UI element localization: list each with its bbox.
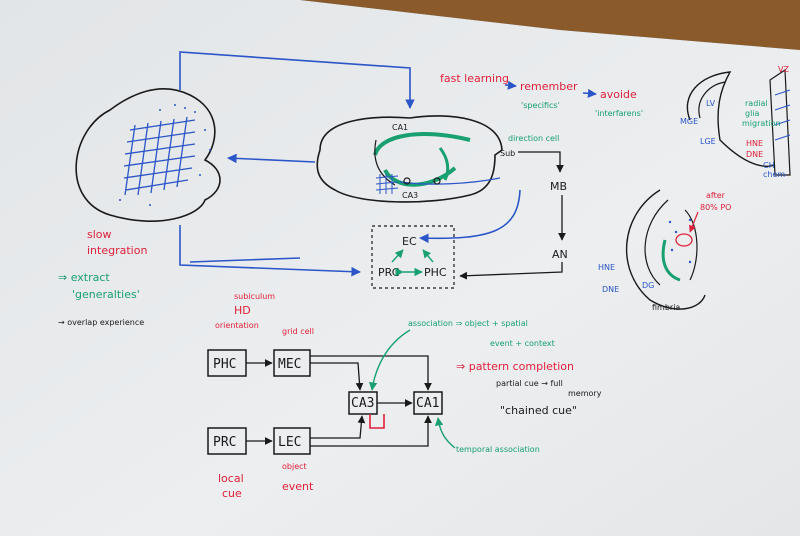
temporal-association-label: temporal association (456, 445, 540, 454)
cue-label: cue (222, 487, 242, 500)
generalties-label: 'generalties' (72, 288, 140, 301)
phc-box-label: PHC (213, 357, 236, 372)
fast-learning-label: fast learning (440, 72, 509, 85)
ec-grid (375, 174, 399, 194)
hd-label: HD (234, 304, 251, 317)
mge-label: MGE (680, 117, 698, 126)
cortex-outline (75, 87, 221, 222)
papez-pathway: MB AN (459, 151, 568, 280)
subiculum-label: subiculum (234, 292, 275, 301)
association-label: association ⇒ object + spatial (408, 319, 528, 328)
object-label: object (282, 462, 307, 471)
lec-box-label: LEC (278, 435, 301, 450)
local-label: local (218, 472, 244, 485)
embryo-sketch-bottom: after 80% PO HNE DNE DG fimbria (598, 189, 731, 312)
cortex-dots (119, 104, 211, 206)
arrow-line (189, 257, 301, 263)
phc-label: PHC (424, 266, 447, 279)
ca1-box (413, 391, 443, 415)
interfarens-label: 'interfarens' (595, 109, 643, 118)
prc-box-label: PRC (213, 435, 236, 450)
ec-label: EC (402, 235, 417, 248)
event-label: event (282, 480, 314, 493)
mb-label: MB (550, 180, 567, 193)
fimbria-label: fimbria (652, 303, 680, 312)
embryo-sketch-top: LV MGE LGE radial glia migration VZ HNE … (680, 65, 791, 179)
avoide-label: avoide (600, 88, 637, 101)
ca1-label: CA1 (392, 123, 408, 132)
chained-cue-label: "chained cue" (500, 404, 577, 417)
hne-label: HNE (746, 139, 763, 148)
dg-label: DG (642, 281, 654, 290)
hippocampus-drawing: CA1 CA3 Sub direction cell (316, 115, 559, 203)
percent-label: 80% PO (700, 203, 731, 212)
vz-label: VZ (778, 65, 789, 74)
brain-outline (316, 115, 503, 203)
recurrent-loop (369, 414, 385, 429)
cortex-drawing (75, 87, 221, 222)
ca-field (373, 132, 471, 156)
dne-label: DNE (746, 150, 763, 159)
an-label: AN (552, 248, 568, 261)
hne-bottom-label: HNE (598, 263, 615, 272)
grid-cell-label: grid cell (282, 327, 314, 336)
chem-label: chem (763, 170, 785, 179)
lge-label: LGE (700, 137, 716, 146)
circuit-diagram: subiculum HD orientation grid cell PHC M… (207, 292, 602, 500)
orientation-label: orientation (215, 321, 259, 330)
specifics-label: 'specifics' (521, 101, 560, 110)
partial-cue-label: partial cue → full (496, 379, 563, 388)
slow-label: slow (87, 228, 112, 241)
glia-label: glia (745, 109, 760, 118)
lv-label: LV (706, 99, 716, 108)
blue-connections (179, 51, 521, 277)
arrow-cortex-to-hippocampus (179, 51, 415, 109)
mec-box-label: MEC (278, 357, 301, 372)
sub-label: Sub (500, 149, 515, 158)
pattern-completion-label: ⇒ pattern completion (456, 360, 574, 373)
extract-label: ⇒ extract (58, 271, 110, 284)
circuit-arrows (246, 355, 432, 447)
after-label: after (706, 191, 726, 200)
grid-hatching (123, 116, 196, 196)
ca3-box-label: CA3 (351, 396, 374, 411)
migration-label: migration (742, 119, 781, 128)
prc-label: PRC (378, 266, 400, 279)
direction-cell-label: direction cell (508, 134, 559, 143)
arrow-cortex-to-ec (179, 225, 361, 277)
remember-label: remember (520, 80, 578, 93)
ca3-label: CA3 (402, 191, 418, 200)
overlap-experience-label: → overlap experience (58, 318, 144, 327)
memory-label: memory (568, 389, 602, 398)
arrow-sub-to-ec (419, 189, 521, 244)
integration-label: integration (87, 244, 147, 257)
board-frame-top (300, 0, 800, 50)
dne-bottom-label: DNE (602, 285, 619, 294)
ch-label: CH (763, 161, 775, 170)
event-context-label: event + context (490, 339, 555, 348)
lec-box (273, 427, 311, 455)
radial-label: radial (745, 99, 768, 108)
parahippocampal-box: EC PRC PHC (371, 225, 455, 289)
ca1-box-label: CA1 (416, 396, 439, 411)
arrow-hippocampus-to-cortex (227, 153, 316, 164)
